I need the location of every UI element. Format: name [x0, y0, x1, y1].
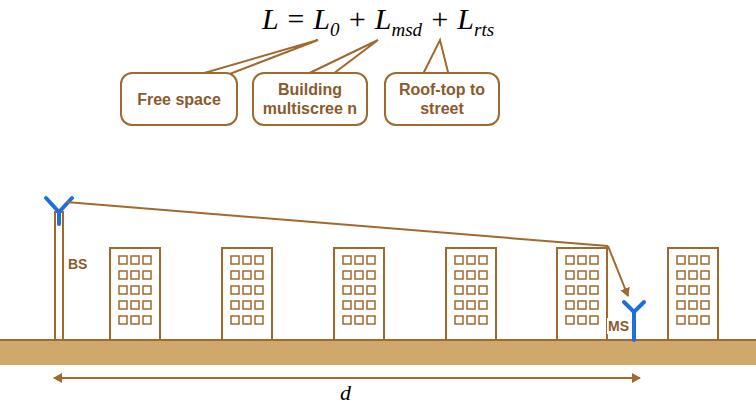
- formula-term: + L: [422, 2, 474, 35]
- formula-subscript: msd: [391, 19, 422, 40]
- formula-subscript: 0: [330, 19, 340, 40]
- building: [557, 248, 607, 340]
- ground: [0, 340, 756, 365]
- diffraction-ray: [608, 246, 628, 296]
- callout-box: Building multiscree n: [252, 72, 368, 126]
- callout-box: Roof-top to street: [384, 72, 500, 126]
- building: [110, 248, 160, 340]
- formula-term: + L: [340, 2, 392, 35]
- station-label: MS: [607, 318, 630, 334]
- propagation-ray: [66, 202, 608, 246]
- callout-text: Free space: [137, 90, 221, 109]
- formula-term: L = L: [262, 2, 330, 35]
- building: [222, 248, 272, 340]
- building: [446, 248, 496, 340]
- callout-text: Roof-top to street: [394, 80, 490, 118]
- base-station-mast: [55, 212, 63, 340]
- distance-label: d: [340, 380, 351, 406]
- building: [334, 248, 384, 340]
- callout-text: Building multiscree n: [262, 80, 358, 118]
- callout-box: Free space: [120, 72, 238, 126]
- building: [668, 248, 718, 340]
- loss-formula: L = L0 + Lmsd + Lrts: [0, 2, 756, 36]
- formula-subscript: rts: [474, 19, 494, 40]
- distance-arrow: [54, 377, 640, 379]
- station-label: BS: [68, 256, 87, 272]
